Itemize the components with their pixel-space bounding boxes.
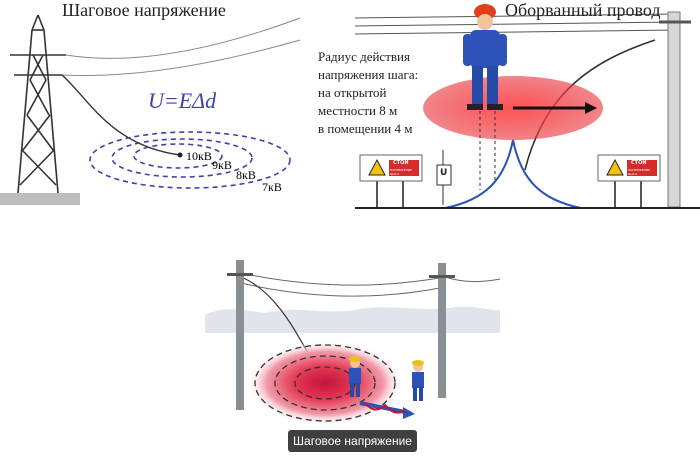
pole-left — [236, 260, 244, 410]
radius-line-4: местности 8 м — [318, 103, 398, 118]
voltage-marker: U — [440, 168, 448, 178]
sign-label-left: СТОЙ — [393, 160, 409, 166]
ring-label-9: 9кВ — [212, 158, 232, 172]
contact-point — [177, 152, 183, 158]
pole-right — [438, 263, 446, 398]
broken-wire — [61, 74, 181, 156]
radius-line-1: Радиус действия — [318, 49, 410, 64]
panel-bottom — [205, 255, 501, 425]
right-title: Оборванный провод — [505, 0, 661, 20]
radius-line-3: на открытой — [318, 85, 387, 100]
panel-left: Шаговое напряжение U=EΔd 10кВ 9кВ 8кВ 7к… — [0, 0, 301, 215]
danger-field — [247, 341, 403, 425]
utility-pole — [667, 11, 681, 208]
ground-strip — [0, 193, 80, 205]
right-illustration — [354, 0, 700, 215]
worker-2 — [412, 360, 424, 401]
sign-sub-left: НАПРЯЖЕНИЕ ШАГА — [390, 168, 412, 176]
warning-sign-right — [597, 154, 661, 207]
sign-sub-right: НАПРЯЖЕНИЕ ШАГА — [628, 168, 650, 176]
potential-curve — [444, 139, 582, 209]
formula: U=EΔd — [148, 88, 217, 113]
worker-figure — [463, 4, 507, 110]
bottom-illustration — [205, 260, 501, 425]
ring-label-10: 10кВ — [186, 149, 212, 163]
broken-wire — [524, 39, 656, 171]
panel-right: Оборванный провод Радиус действия напряж… — [318, 0, 700, 215]
radius-line-5: в помещении 4 м — [318, 121, 413, 136]
radius-text: Радиус действия напряжения шага: на откр… — [318, 48, 418, 138]
left-title: Шаговое напряжение — [62, 0, 226, 20]
radius-line-2: напряжения шага: — [318, 67, 419, 82]
worker-1 — [349, 356, 361, 397]
ring-label-7: 7кВ — [262, 180, 282, 194]
warning-sign-left — [359, 154, 423, 207]
image-caption: Шаговое напряжение — [288, 430, 417, 452]
ring-label-8: 8кВ — [236, 168, 256, 182]
potential-rings — [89, 131, 291, 189]
power-tower — [10, 14, 66, 194]
sign-label-right: СТОЙ — [631, 160, 647, 166]
left-illustration — [0, 14, 301, 205]
